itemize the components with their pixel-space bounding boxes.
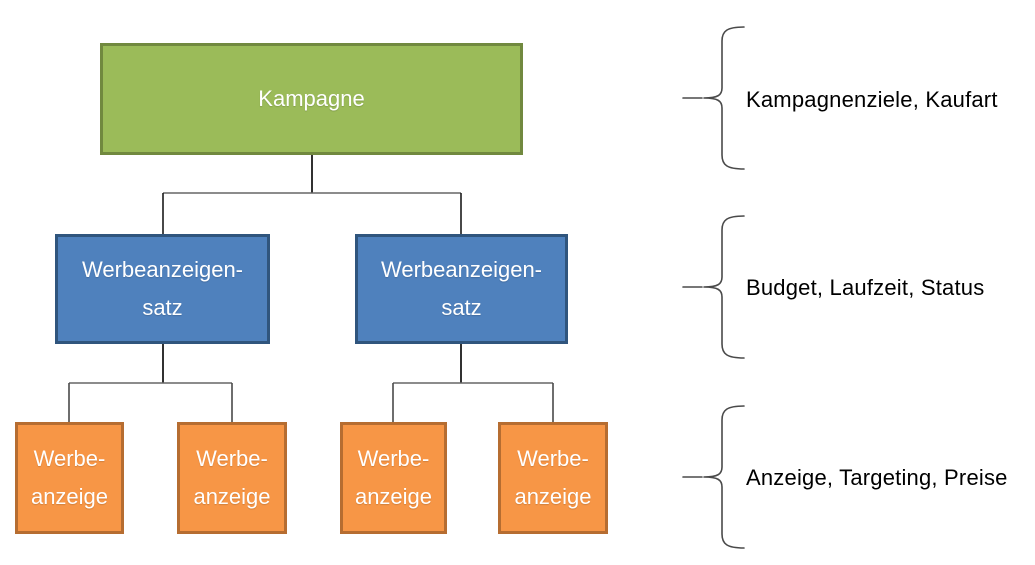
node-werbeanzeige-3: Werbe- anzeige xyxy=(340,422,447,534)
node-label-line1: Werbe- xyxy=(357,446,430,471)
node-werbeanzeigensatz-1: Werbeanzeigen- satz xyxy=(55,234,270,344)
node-label-line1: Werbe- xyxy=(33,446,106,471)
brace-icon xyxy=(682,26,745,170)
node-kampagne-label: Kampagne xyxy=(258,86,365,111)
annotation-campaign-level: Kampagnenziele, Kaufart xyxy=(746,87,998,112)
annotation-adset-level: Budget, Laufzeit, Status xyxy=(746,275,985,300)
node-werbeanzeige-1: Werbe- anzeige xyxy=(15,422,124,534)
node-kampagne: Kampagne xyxy=(100,43,523,155)
node-label-line1: Werbe- xyxy=(196,446,268,471)
node-werbeanzeigensatz-2: Werbeanzeigen- satz xyxy=(355,234,568,344)
node-label-line2: satz xyxy=(441,295,482,320)
node-label-line2: satz xyxy=(142,295,183,320)
node-label-line1: Werbeanzeigen- xyxy=(81,257,244,282)
node-label-line2: anzeige xyxy=(354,484,433,509)
node-label-line1: Werbe- xyxy=(517,446,589,471)
node-label-line2: anzeige xyxy=(514,484,592,509)
node-label-line2: anzeige xyxy=(30,484,109,509)
brace-icon xyxy=(682,405,745,549)
annotation-ad-level: Anzeige, Targeting, Preise xyxy=(746,465,1008,490)
node-label-line1: Werbeanzeigen- xyxy=(380,257,543,282)
node-label-line2: anzeige xyxy=(193,484,271,509)
brace-icon xyxy=(682,215,745,359)
node-werbeanzeige-2: Werbe- anzeige xyxy=(177,422,287,534)
node-werbeanzeige-4: Werbe- anzeige xyxy=(498,422,608,534)
